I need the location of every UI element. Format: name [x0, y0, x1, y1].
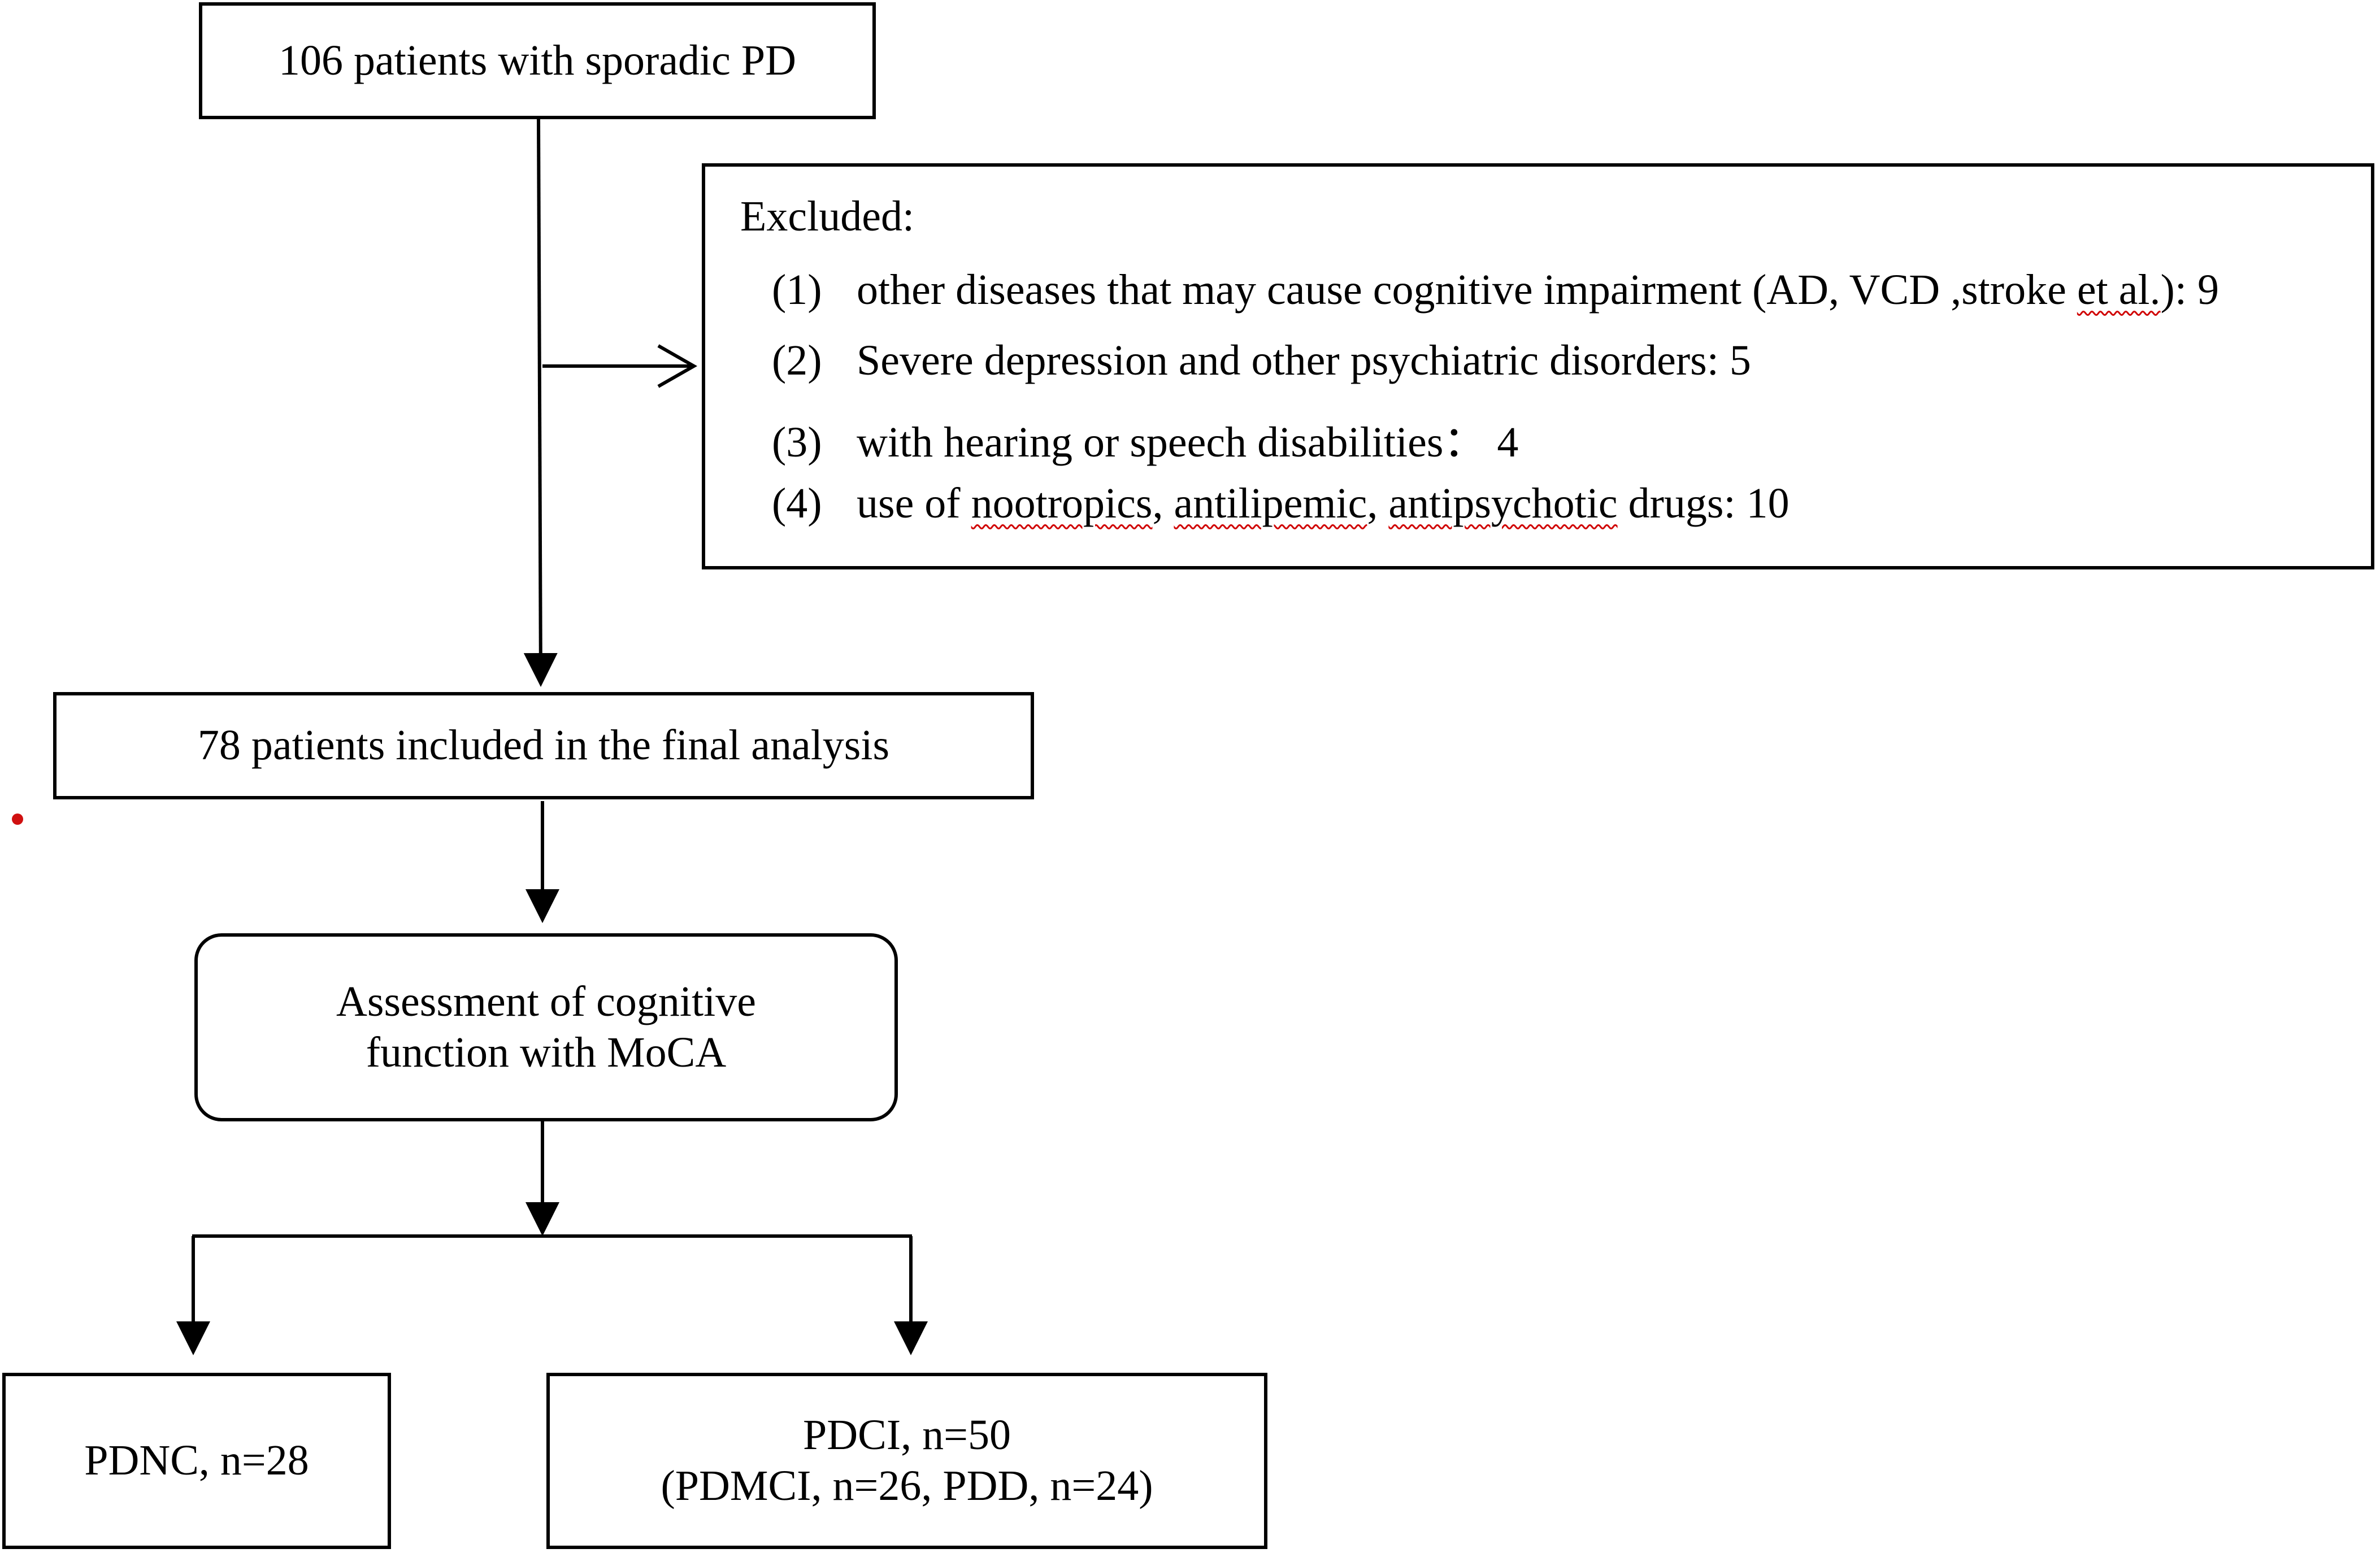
excluded-item-text: ): 9 [2160, 266, 2219, 314]
excluded-title: Excluded: [740, 193, 915, 240]
excluded-item-text: use of [857, 480, 971, 527]
excluded-item-text: other diseases that may cause cognitive … [857, 266, 2077, 314]
node-start: 106 patients with sporadic PD [199, 2, 876, 119]
excluded-item-text: , [1367, 480, 1389, 527]
excluded-item-number: (3) [772, 419, 822, 466]
node-pdci-line1: PDCI, n=50 [802, 1411, 1011, 1459]
node-pdci: PDCI, n=50 (PDMCI, n=26, PDD, n=24) [546, 1373, 1267, 1549]
excluded-item-text: antilipemic [1174, 480, 1367, 527]
arrow-to-excluded-head [657, 344, 698, 388]
node-pdnc: PDNC, n=28 [2, 1373, 391, 1549]
excluded-item-text: Severe depression and other psychiatric … [857, 337, 1751, 384]
node-pdnc-label: PDNC, n=28 [84, 1437, 309, 1485]
excluded-item-text: drugs: 10 [1617, 480, 1790, 527]
node-included: 78 patients included in the final analys… [53, 692, 1034, 799]
excluded-item-number: (1) [772, 266, 822, 314]
excluded-item-text: nootropics [971, 480, 1153, 527]
arrow-start-to-included [523, 119, 558, 687]
excluded-item-3: (3) with hearing or speech disabilities： … [772, 407, 1518, 469]
excluded-item-text: with hearing or speech disabilities： 4 [857, 419, 1519, 466]
excluded-item-text: , [1152, 480, 1174, 527]
excluded-item-number: (4) [772, 480, 822, 527]
node-included-label: 78 patients included in the final analys… [197, 721, 890, 769]
excluded-item-text: antipsychotic [1388, 480, 1618, 527]
excluded-item-4: (4) use of nootropics, antilipemic, antip… [772, 479, 1790, 528]
node-start-label: 106 patients with sporadic PD [278, 36, 797, 84]
excluded-item-text: et al. [2077, 266, 2161, 314]
node-assessment-line2: function with MoCA [366, 1028, 727, 1076]
stray-red-dot [12, 814, 23, 825]
excluded-item-1: (1) other diseases that may cause cogniti… [772, 266, 2219, 315]
node-excluded: Excluded: (1) other diseases that may cau… [702, 163, 2374, 569]
node-pdci-line2: (PDMCI, n=26, PDD, n=24) [661, 1462, 1153, 1510]
excluded-item-number: (2) [772, 337, 822, 384]
node-assessment-line1: Assessment of cognitive [336, 977, 756, 1025]
node-assessment: Assessment of cognitive function with Mo… [194, 933, 898, 1121]
excluded-item-2: (2) Severe depression and other psychiatr… [772, 336, 1751, 385]
